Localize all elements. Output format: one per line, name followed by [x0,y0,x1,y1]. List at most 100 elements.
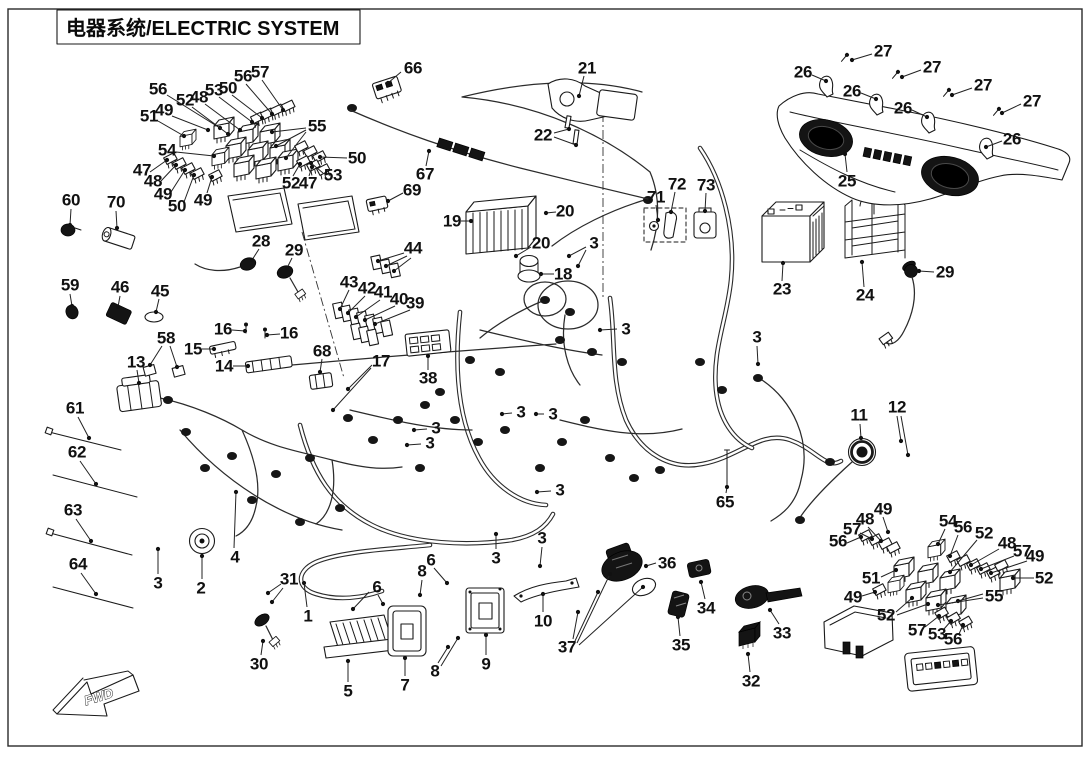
leader-line [319,156,348,159]
leader-dot [872,589,878,595]
antenna-cable-67 [349,109,649,200]
leader-line [655,204,659,221]
speaker-horn [188,527,216,555]
wiring-harness [159,96,844,601]
leader-line [433,567,448,584]
leader-dot [858,534,864,540]
callout-16: 16 [214,320,232,339]
leader-line [169,345,178,368]
tie-rods [44,426,138,609]
callout-49: 49 [874,500,892,519]
callout-41: 41 [374,283,392,302]
leader-dot [380,601,386,607]
leader-line [578,75,585,97]
leader-line [406,443,422,446]
callout-52: 52 [877,606,895,625]
leader-line [271,127,307,133]
title-block: 电器系统/ELECTRIC SYSTEM [56,9,361,45]
leader-dot [317,154,323,160]
leader-dot [181,133,187,139]
battery [761,201,825,263]
key-switch-33 [734,585,803,609]
leader-dot [893,567,899,573]
leader-line [77,416,90,439]
leader-line [985,140,1003,148]
callout-3: 3 [548,405,557,424]
leader-dot [607,571,613,577]
leader-line [79,460,97,485]
leader-line [393,257,412,272]
leader-line [261,79,284,111]
leader-dot [301,580,307,586]
leader-dot [573,142,579,148]
leader-line [553,128,570,134]
leader-dot [245,363,251,369]
callout-47: 47 [299,174,317,193]
callout-59: 59 [61,276,79,295]
leader-dot [575,263,581,269]
leader-line [218,96,253,123]
callout-5: 5 [343,682,352,701]
leader-line [267,583,282,594]
callout-60: 60 [62,191,80,210]
leader-line [937,597,984,606]
callout-14: 14 [215,357,234,376]
leader-dot [999,110,1005,116]
callout-56: 56 [954,518,972,537]
leader-line [160,164,177,182]
leader-dot [385,198,391,204]
callout-49: 49 [194,191,212,210]
leader-dot [543,210,549,216]
leader-line [352,591,370,610]
leader-dot [205,127,211,133]
leader-dot [909,595,915,601]
leader-dot [411,427,417,433]
leader-line [578,586,644,646]
leader-dot [643,563,649,569]
callout-51: 51 [862,569,880,588]
callout-9: 9 [481,655,490,674]
leader-line [861,261,865,288]
leader-line [859,423,862,439]
leader-line [539,546,543,567]
callout-27: 27 [974,76,992,95]
leader-line [387,71,402,84]
leader-line [75,518,92,542]
callout-12: 12 [888,398,906,417]
leader-dot [595,589,601,595]
leader-dot [182,167,188,173]
leader-dot [191,172,197,178]
leader-dot [269,129,275,135]
left-small-parts [60,223,334,413]
callout-16: 16 [280,324,298,343]
leader-line [440,637,459,667]
leader-line [860,92,877,100]
callout-1: 1 [303,607,312,626]
leader-dot [916,268,922,274]
leader-line [1001,103,1022,114]
pin-65 [724,449,730,488]
leader-line [949,534,959,557]
leader-dot [225,131,231,137]
leader-dot [337,306,343,312]
leader-dot [947,553,953,559]
callout-49: 49 [154,185,172,204]
leader-line [245,83,273,115]
callout-25: 25 [838,172,856,191]
leader-line [867,526,882,542]
leader-line [756,345,759,365]
callout-71: 71 [647,188,665,207]
leader-dot [899,74,905,80]
callout-55: 55 [308,117,326,136]
leader-line [957,593,984,602]
callout-33: 33 [773,624,791,643]
callout-4: 4 [230,548,240,567]
callout-22: 22 [534,126,552,145]
leader-line [700,581,706,600]
leader-dot [566,253,572,259]
leader-line [260,640,264,656]
leader-line [851,53,873,61]
leader-dot [402,655,408,661]
